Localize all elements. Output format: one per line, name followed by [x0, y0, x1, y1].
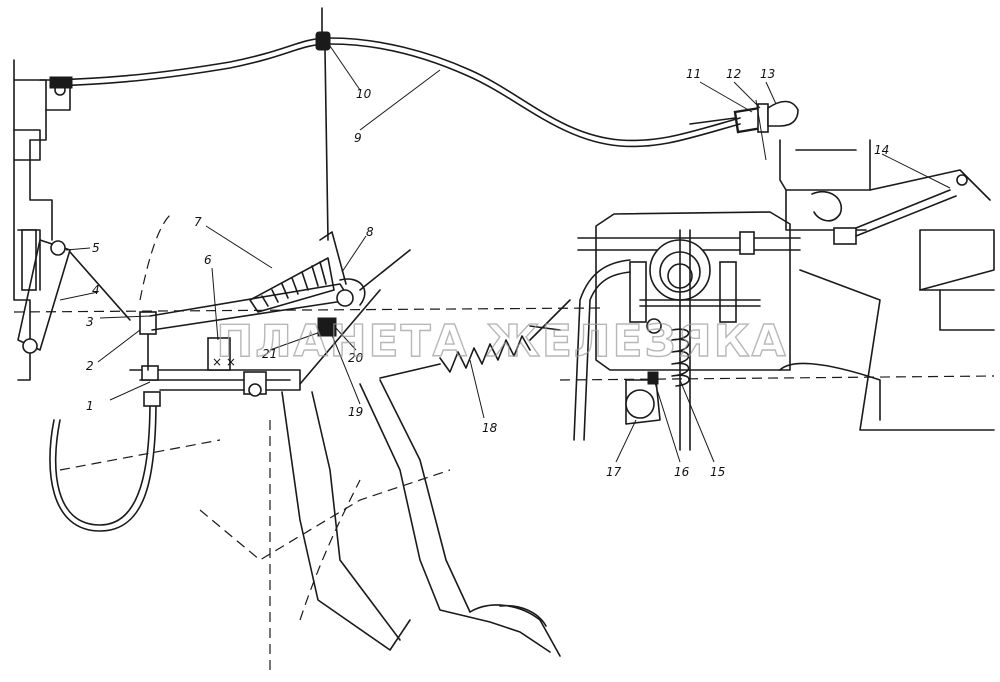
left-body-panel [13, 59, 71, 381]
callout-14: 14 [874, 143, 889, 157]
spring-15 [671, 328, 690, 387]
leader-lines [59, 45, 951, 463]
callout-19: 19 [348, 405, 363, 419]
callout-12: 12 [726, 67, 741, 81]
callout-1: 1 [86, 399, 94, 413]
governor-housing [577, 211, 801, 451]
cable-9 [49, 37, 741, 148]
callout-4: 4 [92, 283, 100, 297]
callout-10: 10 [356, 87, 372, 101]
pedal-bracket: × × [129, 337, 301, 397]
callout-18: 18 [482, 421, 498, 435]
callout-7: 7 [194, 215, 202, 229]
vertical-rod [315, 7, 331, 241]
boot-spring-7 [249, 231, 347, 313]
accelerator-pedal [281, 379, 561, 657]
callout-5: 5 [92, 241, 100, 255]
watermark-text: ПЛАНЕТА ЖЕЛЕЗЯКА [216, 316, 787, 367]
callout-9: 9 [354, 131, 362, 145]
lower-cable-loop [49, 391, 161, 532]
callout-15: 15 [710, 465, 725, 479]
callouts: 1 2 3 4 5 6 7 8 9 10 11 12 13 14 15 16 1… [86, 67, 889, 479]
callout-13: 13 [760, 67, 775, 81]
construction-lines [13, 214, 601, 670]
svg-text:× ×: × × [212, 355, 236, 369]
callout-2: 2 [86, 359, 94, 373]
callout-3: 3 [86, 315, 94, 329]
lower-bracket [573, 259, 661, 441]
callout-20: 20 [348, 351, 364, 365]
callout-21: 21 [262, 347, 277, 361]
callout-17: 17 [606, 465, 622, 479]
callout-6: 6 [204, 253, 212, 267]
spring-18 [379, 299, 571, 379]
pedal-pivot [299, 249, 411, 385]
callout-11: 11 [686, 67, 701, 81]
callout-8: 8 [366, 225, 374, 239]
right-engine-part [559, 139, 995, 431]
callout-16: 16 [674, 465, 690, 479]
hand-throttle-knob [689, 99, 799, 161]
